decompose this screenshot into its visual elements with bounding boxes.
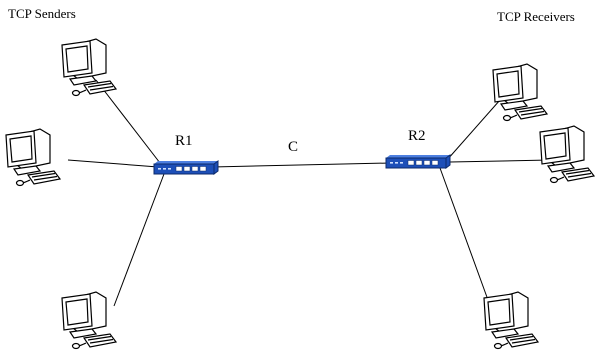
desktop-computer-icon	[492, 63, 548, 122]
link-c-label: C	[288, 139, 298, 155]
link-r2-receiver3	[439, 167, 489, 301]
link-sender2-r1	[67, 159, 159, 168]
router-r2-label: R2	[408, 128, 426, 144]
link-sender3-r1	[113, 173, 165, 307]
router-r2-icon	[385, 154, 451, 169]
receivers-label: TCP Receivers	[497, 9, 575, 24]
desktop-computer-icon	[483, 291, 539, 350]
link-r2-receiver2	[449, 159, 551, 163]
senders-label: TCP Senders	[8, 6, 76, 21]
router-r1-label: R1	[175, 133, 193, 149]
router-r1-icon	[153, 160, 219, 175]
desktop-computer-icon	[61, 291, 117, 350]
link-bottleneck-c	[211, 162, 391, 168]
sender-hosts	[5, 38, 117, 350]
link-sender1-r1	[95, 79, 161, 164]
desktop-computer-icon	[5, 128, 61, 187]
links	[67, 79, 551, 307]
receiver-hosts	[483, 63, 595, 350]
desktop-computer-icon	[61, 38, 117, 97]
link-r2-receiver1	[446, 99, 501, 161]
desktop-computer-icon	[539, 125, 595, 184]
